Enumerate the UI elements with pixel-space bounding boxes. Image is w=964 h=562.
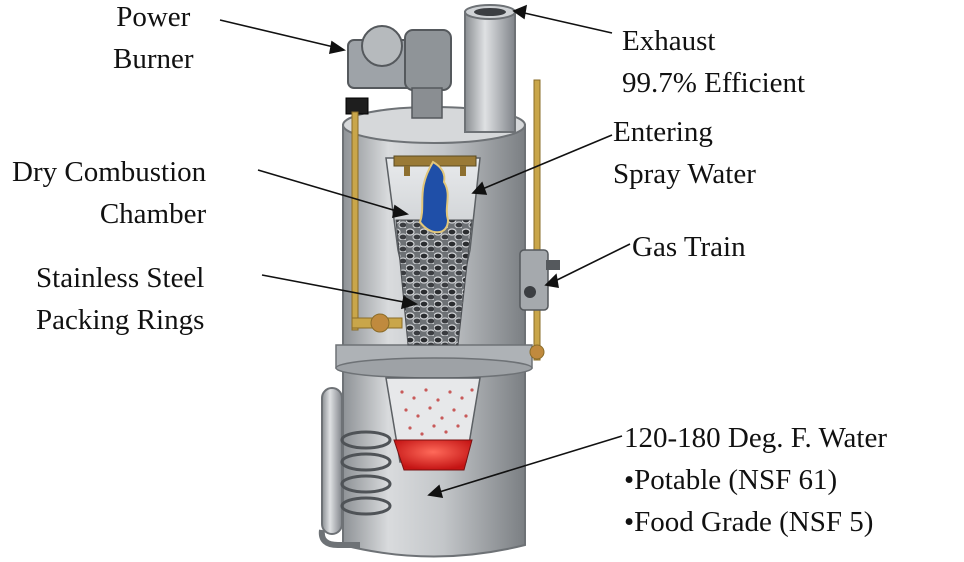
- label-exhaust-line1: Exhaust: [622, 25, 716, 57]
- heat-exchanger-coils: [318, 387, 392, 548]
- label-stainless-steel-line2: Packing Rings: [36, 304, 205, 336]
- label-power-burner-line2: Burner: [113, 43, 194, 75]
- brass-piping: [351, 79, 545, 361]
- label-spray-water-line2: Spray Water: [613, 158, 756, 190]
- label-water-line1: 120-180 Deg. F. Water: [624, 422, 888, 454]
- label-dry-combustion-line2: Chamber: [99, 198, 207, 230]
- label-stainless-steel-line1: Stainless Steel: [36, 262, 205, 294]
- label-stainless-steel: Stainless Steel Packing Rings: [36, 257, 204, 341]
- label-power-burner: Power Burner: [113, 0, 194, 80]
- exhaust-stack: [464, 4, 516, 133]
- hot-water-section: [385, 377, 481, 471]
- flame-icon: [418, 160, 450, 234]
- power-burner: [345, 25, 452, 119]
- callout-arrows: [219, 4, 631, 498]
- label-spray-water: Entering Spray Water: [613, 111, 756, 195]
- label-gas-train-line1: Gas Train: [632, 231, 746, 263]
- label-power-burner-line1: Power: [116, 1, 191, 33]
- label-exhaust-line2: 99.7% Efficient: [622, 67, 806, 99]
- gas-train: [519, 249, 560, 311]
- dry-combustion-chamber: [385, 155, 481, 346]
- label-dry-combustion: Dry Combustion Chamber: [12, 151, 206, 235]
- label-dry-combustion-line1: Dry Combustion: [12, 156, 207, 188]
- label-gas-train: Gas Train: [632, 226, 746, 268]
- label-water: 120-180 Deg. F. Water •Potable (NSF 61) …: [624, 417, 887, 543]
- label-water-line2: •Potable (NSF 61): [624, 464, 838, 496]
- label-water-line3: •Food Grade (NSF 5): [624, 506, 874, 538]
- label-spray-water-line1: Entering: [613, 116, 713, 148]
- label-exhaust: Exhaust 99.7% Efficient: [622, 20, 805, 104]
